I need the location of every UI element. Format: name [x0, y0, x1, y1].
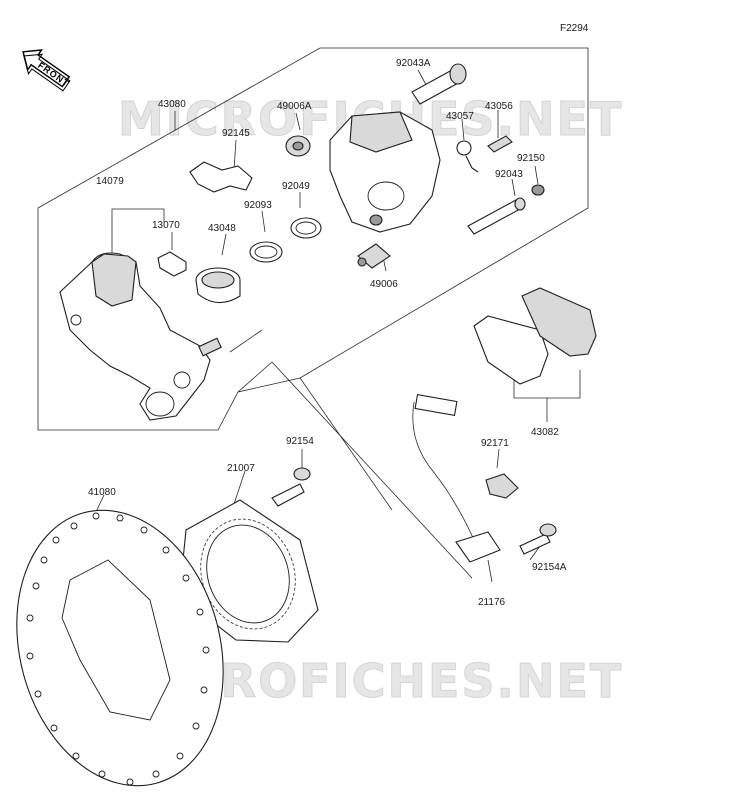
- bolt-92154A: [519, 523, 557, 555]
- label-92145: 92145: [222, 128, 250, 139]
- label-14079: 14079: [96, 176, 124, 187]
- caliper-piston: [195, 267, 241, 304]
- piston-seal: [290, 217, 322, 239]
- label-92150: 92150: [517, 153, 545, 164]
- label-41080: 41080: [88, 487, 116, 498]
- rubber-bushing: [531, 184, 545, 196]
- label-49006A: 49006A: [277, 101, 312, 112]
- dust-seal: [249, 241, 283, 263]
- label-92043A: 92043A: [396, 58, 431, 69]
- label-43056: 43056: [485, 101, 513, 112]
- front-direction-arrow: FRONT: [22, 49, 71, 92]
- pad-spring-clip: [157, 251, 187, 277]
- boot-lower: [357, 243, 391, 269]
- pad-spring: [189, 161, 253, 193]
- label-43080: 43080: [158, 99, 186, 110]
- abs-sensor: [412, 393, 501, 563]
- brake-pads: [473, 287, 597, 385]
- label-21176: 21176: [478, 597, 506, 608]
- bleeder-valve: [456, 140, 479, 173]
- label-92154A: 92154A: [532, 562, 567, 573]
- boot-upper: [285, 135, 311, 157]
- label-92049: 92049: [282, 181, 310, 192]
- label-92093: 92093: [244, 200, 272, 211]
- label-92154: 92154: [286, 436, 314, 447]
- label-43048: 43048: [208, 223, 236, 234]
- sensor-guide-line: [299, 377, 393, 511]
- brake-disc: [16, 509, 224, 787]
- slide-pin-upper: [411, 63, 467, 105]
- caliper-bracket: [59, 252, 222, 421]
- sensor-assembly-outline: [237, 361, 473, 579]
- label-21007: 21007: [227, 463, 255, 474]
- sensor-clamp: [485, 473, 519, 499]
- label-92043: 92043: [495, 169, 523, 180]
- part-labels: 92043A 49006A 43056 43080 92145 43057 92…: [88, 58, 567, 608]
- label-92171: 92171: [481, 438, 509, 449]
- slide-pin-lower: [467, 199, 523, 235]
- label-43082: 43082: [531, 427, 559, 438]
- bleeder-cap: [487, 135, 513, 153]
- figure-id: F2294: [560, 23, 589, 34]
- label-43057: 43057: [446, 111, 474, 122]
- label-13070: 13070: [152, 220, 180, 231]
- bolt-92154: [271, 467, 311, 507]
- caliper-body: [329, 111, 441, 233]
- label-49006: 49006: [370, 279, 398, 290]
- slide-pin-head: [514, 197, 526, 211]
- disc-holes: [26, 512, 210, 786]
